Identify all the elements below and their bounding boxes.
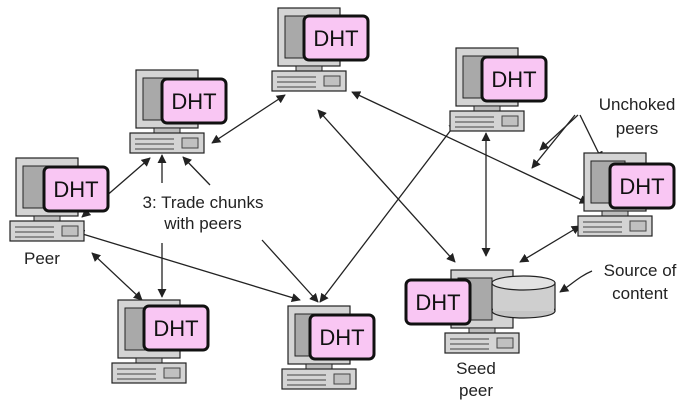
seed-label-line2: peer bbox=[459, 381, 493, 400]
svg-text:DHT: DHT bbox=[619, 174, 664, 199]
arrow-top-seed bbox=[317, 109, 456, 263]
content-disk bbox=[491, 275, 556, 319]
arrow-top-upperleft bbox=[211, 94, 286, 144]
dht-badge-peer: DHT bbox=[42, 165, 110, 213]
arrow-peer-bottomleft bbox=[91, 252, 143, 301]
arrow-trade-right bbox=[182, 156, 211, 186]
svg-text:DHT: DHT bbox=[319, 325, 364, 350]
source-label-line1: Source of bbox=[604, 261, 677, 280]
arrow-unchoked-2 bbox=[539, 114, 579, 151]
dht-badge-seed: DHT bbox=[404, 278, 472, 326]
peer-label: Peer bbox=[24, 249, 60, 268]
svg-text:DHT: DHT bbox=[415, 290, 460, 315]
trade-label-line2: with peers bbox=[163, 214, 241, 233]
svg-text:DHT: DHT bbox=[313, 26, 358, 51]
arrow-source-content bbox=[559, 270, 593, 293]
dht-badge-right: DHT bbox=[608, 162, 676, 210]
seed-label-line1: Seed bbox=[456, 359, 496, 378]
svg-text:DHT: DHT bbox=[153, 316, 198, 341]
dht-badge-upper-left: DHT bbox=[160, 77, 228, 125]
dht-badge-top: DHT bbox=[302, 14, 370, 62]
arrow-trade-bottommid bbox=[261, 239, 319, 303]
trade-label-line1: 3: Trade chunks bbox=[143, 193, 264, 212]
svg-text:DHT: DHT bbox=[491, 67, 536, 92]
unchoked-label-line1: Unchoked bbox=[599, 95, 676, 114]
dht-badge-bottom-mid: DHT bbox=[308, 313, 376, 361]
svg-text:DHT: DHT bbox=[53, 177, 98, 202]
dht-badge-bottom-left: DHT bbox=[142, 304, 210, 352]
arrow-peer-bottommid bbox=[75, 230, 301, 302]
arrow-upperright-top bbox=[351, 91, 589, 204]
unchoked-label-line2: peers bbox=[616, 119, 659, 138]
source-label-line2: content bbox=[612, 284, 668, 303]
svg-text:DHT: DHT bbox=[171, 89, 216, 114]
dht-badge-upper-right: DHT bbox=[480, 55, 548, 103]
arrow-right-seed bbox=[519, 225, 581, 263]
arrow-upperright-bottommid bbox=[319, 121, 458, 303]
